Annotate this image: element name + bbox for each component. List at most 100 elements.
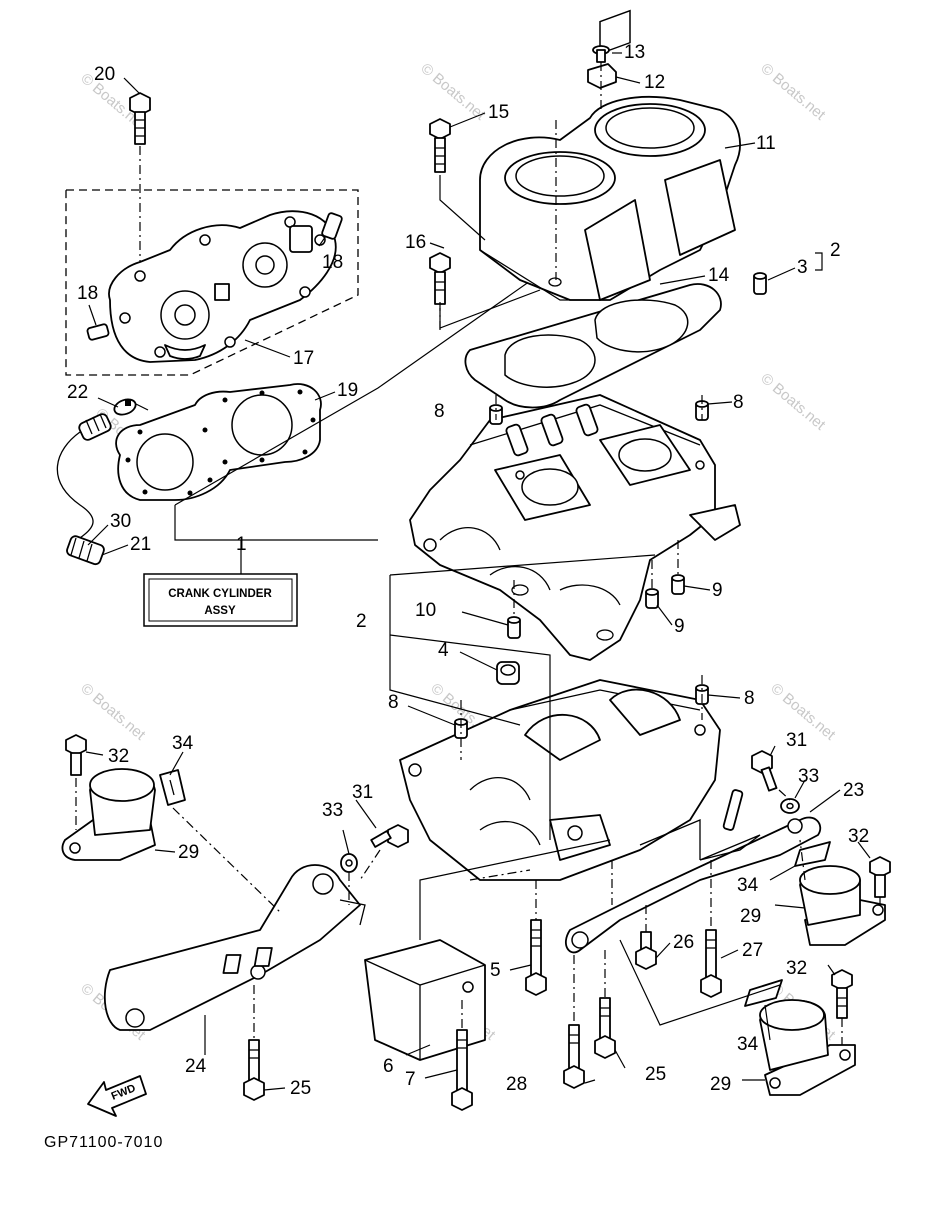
callout-11: 11 bbox=[756, 133, 776, 154]
callout-5: 5 bbox=[490, 960, 501, 981]
part-20-bolt bbox=[129, 92, 151, 270]
part-22-clamp bbox=[113, 398, 137, 416]
assembly-label-line2: ASSY bbox=[204, 605, 236, 617]
callout-32-right: 32 bbox=[848, 826, 869, 847]
part-34-shim bbox=[794, 841, 831, 867]
fwd-arrow: FWD bbox=[87, 1075, 147, 1117]
callout-19: 19 bbox=[337, 380, 358, 401]
callout-17: 17 bbox=[293, 348, 314, 369]
callout-26: 26 bbox=[673, 932, 694, 953]
part-18-dowel bbox=[86, 212, 343, 341]
callout-18-left: 18 bbox=[77, 283, 98, 304]
part-33-washer bbox=[780, 798, 800, 814]
part-31-bolt bbox=[751, 750, 778, 792]
callout-23: 23 bbox=[843, 780, 864, 801]
part-32-bolt bbox=[869, 856, 891, 898]
callout-7: 7 bbox=[405, 1069, 416, 1090]
callout-21: 21 bbox=[130, 534, 151, 555]
callout-27: 27 bbox=[742, 940, 763, 961]
part-13-screw bbox=[592, 45, 610, 63]
callout-9-right: 9 bbox=[712, 580, 723, 601]
callout-8-lower-left: 8 bbox=[388, 692, 399, 713]
watermark: © Boats.net bbox=[757, 60, 829, 124]
callout-25-left: 25 bbox=[290, 1078, 311, 1099]
callout-labels: 13 12 15 11 14 3 2 16 20 18 18 17 19 22 … bbox=[67, 42, 869, 1099]
part-27-bolt bbox=[700, 929, 722, 998]
callout-8-upper-left: 8 bbox=[434, 401, 445, 422]
callout-22: 22 bbox=[67, 382, 88, 403]
callout-2-top: 2 bbox=[830, 240, 841, 261]
part-34-shim bbox=[744, 979, 783, 1007]
part-32-bolt bbox=[831, 969, 853, 1019]
watermark: © Boats.net bbox=[757, 370, 829, 434]
callout-8-lower-right: 8 bbox=[744, 688, 755, 709]
callout-34-left: 34 bbox=[172, 733, 194, 754]
callout-25-right: 25 bbox=[645, 1064, 666, 1085]
part-26-bolt bbox=[635, 931, 657, 970]
part-29-rubber-mount bbox=[799, 865, 886, 946]
part-10-dowel bbox=[507, 616, 521, 639]
callout-31-right: 31 bbox=[786, 730, 807, 751]
callout-16: 16 bbox=[405, 232, 426, 253]
callout-1: 1 bbox=[236, 534, 247, 555]
callout-32-left: 32 bbox=[108, 746, 129, 767]
part-hose bbox=[56, 413, 112, 566]
callout-10: 10 bbox=[415, 600, 436, 621]
callout-30: 30 bbox=[110, 511, 131, 532]
watermark: © Boats.net bbox=[417, 60, 489, 124]
part-31-bolt bbox=[370, 824, 409, 848]
part-15-bolt bbox=[429, 118, 486, 241]
callout-14: 14 bbox=[708, 265, 730, 286]
callout-15: 15 bbox=[488, 102, 509, 123]
callout-29-right: 29 bbox=[740, 906, 761, 927]
part-17-cylinder-head bbox=[65, 189, 359, 376]
part-7-bolt bbox=[451, 1029, 473, 1111]
lower-crankcase bbox=[399, 679, 744, 881]
callout-34-lower: 34 bbox=[737, 1034, 759, 1055]
part-6-block bbox=[222, 939, 486, 1061]
connector-lines bbox=[172, 300, 881, 1045]
part-4-bushing bbox=[496, 661, 520, 685]
callout-29-lower: 29 bbox=[710, 1074, 731, 1095]
assembly-label-line1: CRANK CYLINDER bbox=[168, 588, 272, 600]
callout-29-left: 29 bbox=[178, 842, 199, 863]
part-29-rubber-mount bbox=[61, 768, 156, 861]
part-28-bolt bbox=[563, 1024, 585, 1089]
callout-4: 4 bbox=[438, 640, 449, 661]
upper-crankcase bbox=[409, 394, 741, 661]
part-8-dowel-lower-right bbox=[695, 684, 709, 705]
part-11-cylinder bbox=[479, 9, 741, 301]
callout-leaders bbox=[85, 52, 871, 1091]
callout-33-left: 33 bbox=[322, 800, 343, 821]
callout-9-left: 9 bbox=[674, 616, 685, 637]
callout-6: 6 bbox=[383, 1056, 394, 1077]
part-33-washer bbox=[340, 853, 358, 873]
callout-33-right: 33 bbox=[798, 766, 819, 787]
callout-8-upper-right: 8 bbox=[733, 392, 744, 413]
callout-2-mid: 2 bbox=[356, 611, 367, 632]
callout-3: 3 bbox=[797, 257, 808, 278]
part-14-base-gasket bbox=[464, 283, 722, 409]
part-12-bracket bbox=[587, 62, 617, 110]
part-3-dowel bbox=[753, 272, 767, 295]
part-32-bolt bbox=[65, 734, 87, 830]
diagram-code: GP71100-7010 bbox=[44, 1134, 163, 1151]
callout-24: 24 bbox=[185, 1056, 207, 1077]
assembly-box: CRANK CYLINDER ASSY bbox=[143, 259, 561, 627]
part-24-mount-bracket bbox=[103, 864, 366, 1031]
callout-12: 12 bbox=[644, 72, 665, 93]
part-25-bolt bbox=[243, 1039, 265, 1101]
part-9-dowel bbox=[645, 574, 685, 609]
part-19-head-gasket bbox=[115, 383, 322, 501]
callout-20: 20 bbox=[94, 64, 115, 85]
part-23-mount-bracket bbox=[565, 816, 822, 954]
part-25-bolt bbox=[594, 997, 616, 1059]
callout-32-lower: 32 bbox=[786, 958, 807, 979]
watermark: © Boats.net bbox=[77, 680, 149, 744]
part-29-rubber-mount bbox=[759, 999, 856, 1096]
callout-31-left: 31 bbox=[352, 782, 373, 803]
callout-28: 28 bbox=[506, 1074, 527, 1095]
callout-18-right: 18 bbox=[322, 252, 343, 273]
